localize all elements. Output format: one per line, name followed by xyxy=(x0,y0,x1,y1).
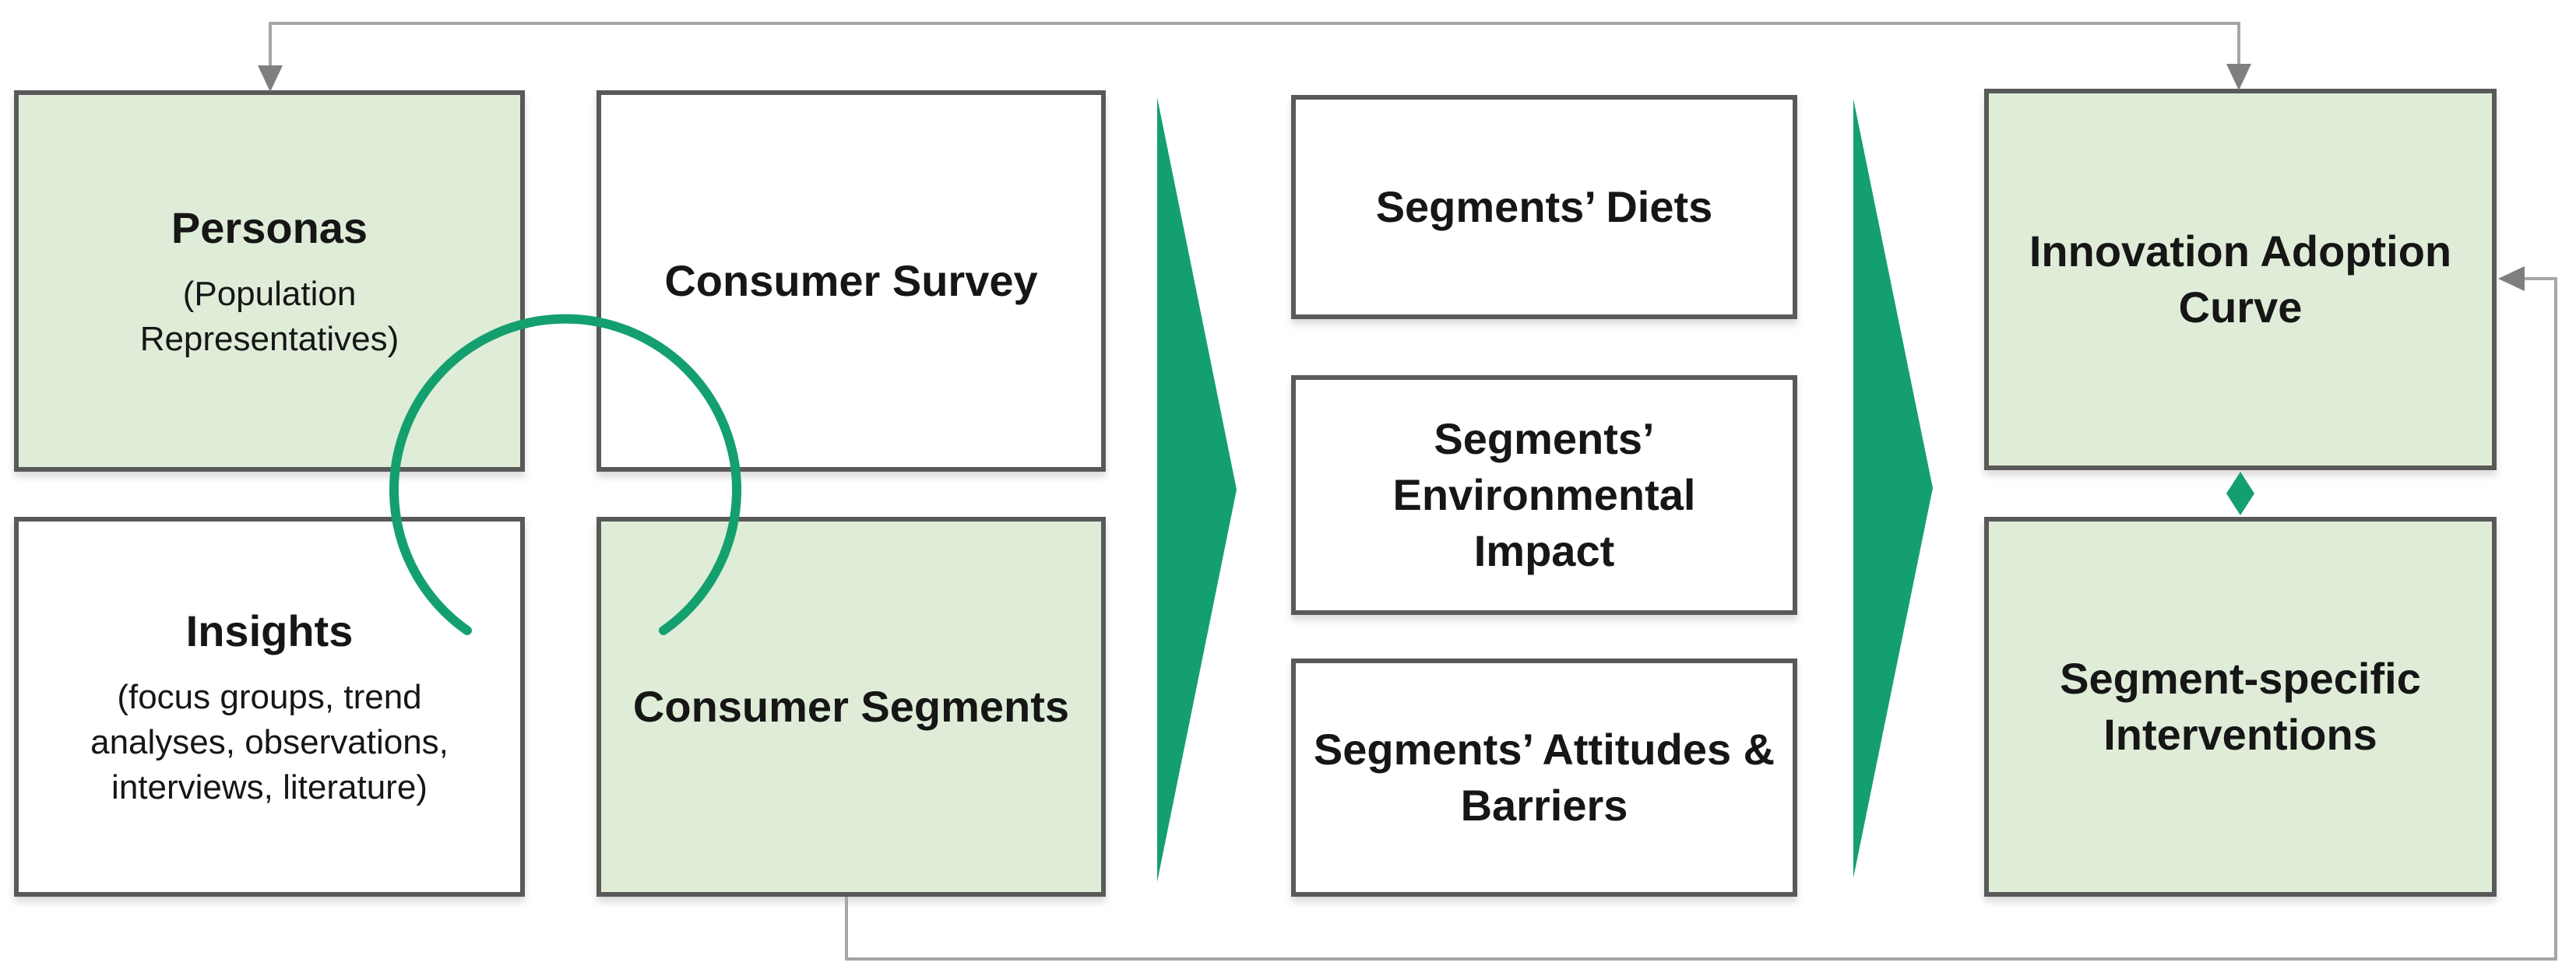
node-title: Personas xyxy=(171,203,368,253)
node-consumer-survey: Consumer Survey xyxy=(596,90,1106,472)
node-title: Insights xyxy=(185,606,354,656)
node-subtitle: (focus groups, trend analyses, observati… xyxy=(90,677,449,806)
flow-arrow-right-icon xyxy=(1157,97,1237,882)
node-segments-environmental-impact: Segments’ Environmental Impact xyxy=(1291,375,1797,615)
node-title: Consumer Segments xyxy=(632,682,1070,732)
node-segments-diets: Segments’ Diets xyxy=(1291,95,1797,319)
node-segments-attitudes-barriers: Segments’ Attitudes & Barriers xyxy=(1291,659,1797,897)
arrow-up-icon xyxy=(2226,472,2254,494)
node-personas: Personas (Population Representatives) xyxy=(14,90,525,472)
node-title: Segment-specific Interventions xyxy=(2060,654,2421,759)
node-consumer-segments: Consumer Segments xyxy=(596,517,1106,897)
flow-arrow-right-icon xyxy=(1853,99,1933,878)
node-title: Innovation Adoption Curve xyxy=(2029,227,2452,332)
node-innovation-adoption-curve: Innovation Adoption Curve xyxy=(1984,89,2497,470)
node-title: Consumer Survey xyxy=(664,256,1038,306)
arrow-down-icon xyxy=(2226,64,2251,90)
node-subtitle: (Population Representatives) xyxy=(139,274,399,358)
node-title: Segments’ Environmental Impact xyxy=(1392,414,1696,575)
arrow-left-icon xyxy=(2498,266,2525,291)
arrow-down-icon xyxy=(2226,494,2254,515)
node-title: Segments’ Diets xyxy=(1375,182,1713,232)
node-segment-specific-interventions: Segment-specific Interventions xyxy=(1984,517,2497,897)
node-title: Segments’ Attitudes & Barriers xyxy=(1313,725,1775,830)
arrow-down-icon xyxy=(258,65,283,92)
node-insights: Insights (focus groups, trend analyses, … xyxy=(14,517,525,897)
top-feedback-line xyxy=(269,22,2240,72)
